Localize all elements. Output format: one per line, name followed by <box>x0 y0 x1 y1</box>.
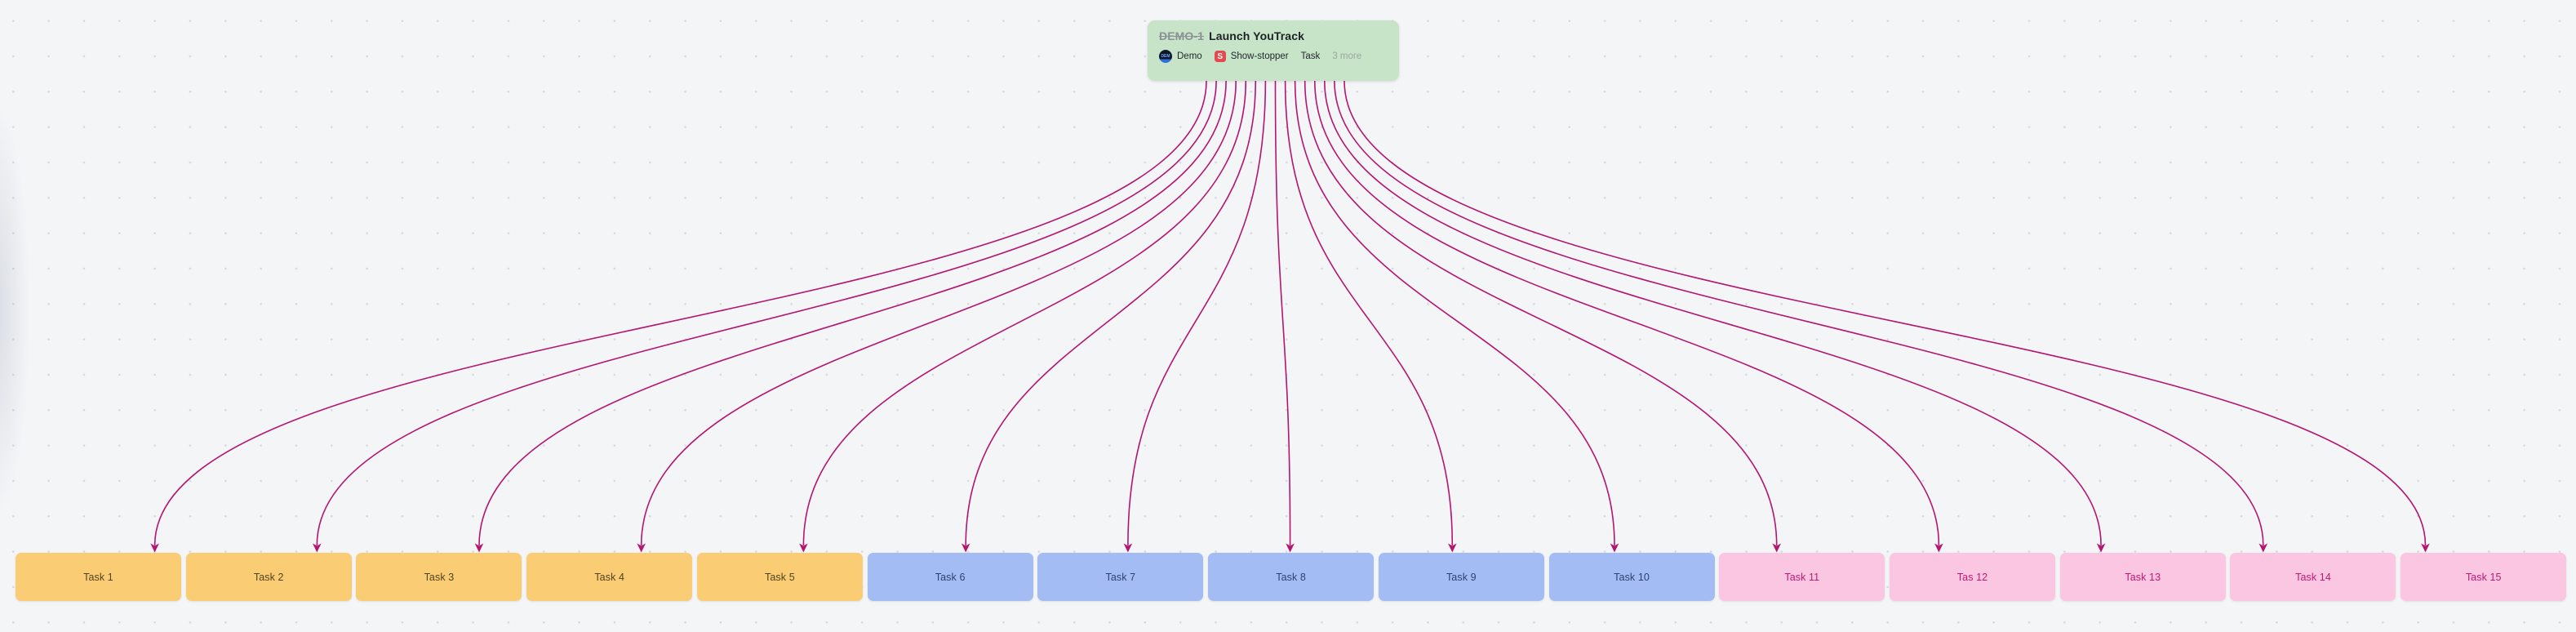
dependency-edge <box>1274 80 1291 546</box>
task-node[interactable]: Task 7 <box>1037 553 1204 601</box>
task-node-label: Task 8 <box>1276 571 1306 583</box>
task-node-label: Task 7 <box>1105 571 1136 583</box>
task-node[interactable]: Task 3 <box>356 553 522 601</box>
task-node[interactable]: Task 11 <box>1719 553 1885 601</box>
dependency-edge <box>1314 80 1940 546</box>
priority-icon: S <box>1214 51 1226 62</box>
dependency-edge <box>478 80 1227 546</box>
issue-id: DEMO-1 <box>1159 29 1205 42</box>
task-node[interactable]: Task 4 <box>526 553 693 601</box>
edge-arrowhead-icon <box>1772 543 1781 553</box>
issue-summary: Launch YouTrack <box>1209 29 1304 42</box>
dependency-edge <box>1294 80 1615 546</box>
task-node[interactable]: Task 6 <box>867 553 1033 601</box>
issue-title: DEMO-1 Launch YouTrack <box>1159 29 1388 42</box>
task-node-label: Tas 12 <box>1956 571 1988 583</box>
dependency-edge <box>1304 80 1778 546</box>
edge-arrowhead-icon <box>1286 543 1295 553</box>
task-node[interactable]: Tas 12 <box>1890 553 2056 601</box>
edge-arrowhead-icon <box>1123 543 1133 553</box>
task-node-label: Task 5 <box>765 571 795 583</box>
dependency-edge <box>153 80 1207 546</box>
dependency-edge <box>965 80 1257 546</box>
task-node[interactable]: Task 9 <box>1378 553 1544 601</box>
project-avatar-icon: DEM <box>1159 50 1172 63</box>
edge-arrowhead-icon <box>2421 543 2430 553</box>
edge-arrowhead-icon <box>1448 543 1457 553</box>
task-node[interactable]: Task 5 <box>696 553 863 601</box>
task-node-label: Task 3 <box>424 571 455 583</box>
dependency-edge <box>802 80 1247 546</box>
task-node[interactable]: Task 1 <box>16 553 181 601</box>
edge-arrowhead-icon <box>313 543 322 553</box>
edge-arrowhead-icon <box>637 543 646 553</box>
dependency-edge <box>1334 80 2264 546</box>
task-node-label: Task 6 <box>935 571 966 583</box>
more-fields-label[interactable]: 3 more <box>1332 51 1362 61</box>
edge-arrowhead-icon <box>2258 543 2268 553</box>
task-node[interactable]: Task 8 <box>1208 553 1375 601</box>
edge-arrowhead-icon <box>961 543 970 553</box>
edge-arrowhead-icon <box>1934 543 1943 553</box>
issue-card-root[interactable]: DEMO-1 Launch YouTrack DEM Demo S Show-st… <box>1148 20 1399 81</box>
task-node-label: Task 10 <box>1614 571 1650 583</box>
task-node-label: Task 14 <box>2295 571 2331 583</box>
dependency-edge <box>316 80 1217 546</box>
dependency-edge <box>1344 80 2427 546</box>
edge-arrowhead-icon <box>150 543 159 553</box>
task-node[interactable]: Task 14 <box>2230 553 2396 601</box>
issue-meta-row: DEM Demo S Show-stopper Task 3 more <box>1159 50 1388 63</box>
task-node[interactable]: Task 10 <box>1548 553 1715 601</box>
project-label: Demo <box>1177 51 1202 61</box>
task-node[interactable]: Task 15 <box>2401 553 2567 601</box>
task-node[interactable]: Task 2 <box>185 553 352 601</box>
task-node-label: Task 15 <box>2465 571 2502 583</box>
dependency-edge <box>1324 80 2102 546</box>
task-node[interactable]: Task 13 <box>2059 553 2226 601</box>
dependency-edge <box>1127 80 1267 546</box>
task-node-label: Task 4 <box>594 571 625 583</box>
edge-arrowhead-icon <box>474 543 484 553</box>
type-label: Task <box>1300 51 1321 61</box>
edge-arrowhead-icon <box>799 543 808 553</box>
dependency-edge <box>1284 80 1454 546</box>
edge-arrowhead-icon <box>1610 543 1619 553</box>
task-node-label: Task 2 <box>253 571 284 583</box>
task-node-label: Task 9 <box>1446 571 1477 583</box>
task-node-label: Task 13 <box>2125 571 2161 583</box>
task-node-label: Task 11 <box>1784 571 1820 583</box>
priority-label: Show-stopper <box>1230 51 1289 61</box>
task-node-label: Task 1 <box>83 571 113 583</box>
edge-arrowhead-icon <box>2096 543 2106 553</box>
dependency-edge <box>640 80 1237 546</box>
